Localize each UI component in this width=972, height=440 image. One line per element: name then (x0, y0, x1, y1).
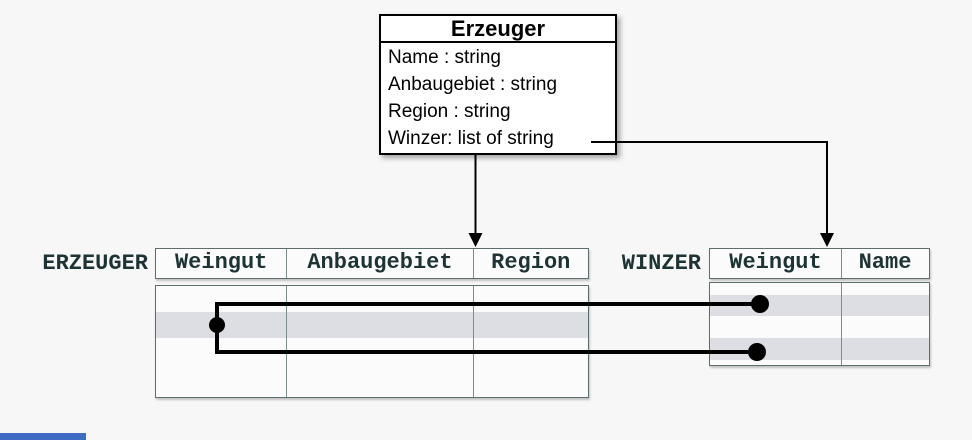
arrow-to-winzer-line (591, 141, 828, 236)
winzer-highlighted-row-2 (710, 338, 929, 360)
column-divider (840, 283, 842, 365)
winzer-table-body (709, 282, 930, 366)
arrow-to-erzeuger-head-icon (468, 233, 483, 247)
erzeuger-table-label: ERZEUGER (42, 251, 148, 276)
winzer-table-label: WINZER (621, 251, 701, 276)
winzer-col-name: Name (841, 249, 928, 278)
class-attribute-anbaugebiet: Anbaugebiet : string (388, 74, 558, 95)
class-attribute-name: Name : string (388, 47, 501, 68)
erzeuger-highlighted-row (156, 312, 588, 338)
erzeuger-table-header: Weingut Anbaugebiet Region (155, 248, 589, 279)
column-divider (285, 286, 287, 397)
bottom-accent-strip (0, 433, 86, 440)
winzer-table-header: Weingut Name (709, 248, 930, 279)
class-title: Erzeuger (381, 16, 615, 43)
winzer-highlighted-row-1 (710, 295, 929, 316)
class-attribute-region: Region : string (388, 101, 511, 122)
erzeuger-col-weingut: Weingut (174, 250, 268, 275)
class-attribute-winzer: Winzer: list of string (388, 128, 554, 149)
erzeuger-col-anbaugebiet: Anbaugebiet (286, 249, 472, 278)
erzeuger-table-body (155, 285, 589, 398)
class-attributes-compartment: Name : string Anbaugebiet : string Regio… (381, 43, 615, 152)
erzeuger-col-region: Region (472, 249, 588, 278)
winzer-col-weingut: Weingut (729, 250, 822, 275)
uml-class-box: Erzeuger Name : string Anbaugebiet : str… (379, 14, 617, 155)
column-divider (472, 286, 474, 397)
arrow-to-winzer-head-icon (820, 233, 834, 247)
